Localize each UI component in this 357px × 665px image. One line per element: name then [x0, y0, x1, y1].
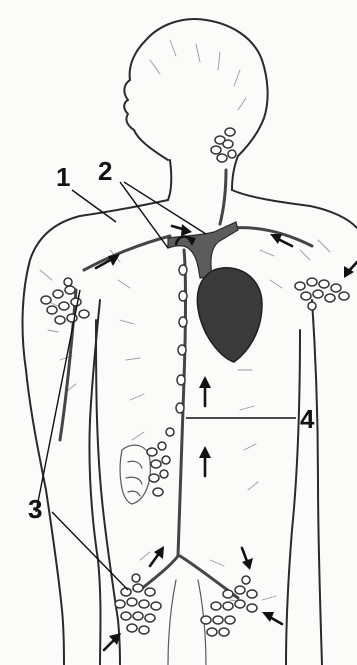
label-1: 1 [56, 164, 70, 190]
right-subclavian-vessel [232, 228, 312, 246]
left-iliac-vessel [140, 556, 178, 590]
label-2: 2 [98, 158, 112, 184]
right-axillary-lymph-nodes [295, 278, 349, 310]
leader-line-2b [124, 182, 206, 234]
label-3: 3 [28, 496, 42, 522]
right-arm-inner-outline [312, 300, 322, 665]
flow-arrow-thoracic-lower [199, 446, 211, 476]
flow-arrow-right-groin [242, 548, 253, 570]
flow-arrow-thoracic-upper [199, 376, 211, 406]
left-subclavian-vessel [84, 236, 170, 270]
neck-lymph-nodes [211, 128, 236, 162]
left-axillary-lymph-nodes [41, 278, 89, 324]
left-arm-vessel [60, 290, 76, 440]
left-arm-inner-outline [89, 300, 100, 665]
right-inguinal-lymph-nodes [201, 576, 257, 636]
neck-vessel [220, 170, 226, 224]
flow-arrow-left-leg [104, 633, 121, 650]
flow-arrow-neck [172, 224, 192, 236]
right-torso-outline [286, 330, 300, 665]
left-leg-inner-outline [168, 580, 176, 665]
neck-left-outline [168, 160, 171, 200]
leader-line-2a [120, 182, 168, 248]
intestine-loop [120, 445, 150, 504]
abdominal-lymph-nodes [120, 428, 174, 504]
label-leader-lines [36, 182, 296, 590]
label-4: 4 [300, 406, 314, 432]
flow-arrow-right-arm [344, 262, 357, 278]
flow-arrow-left-groin [150, 546, 164, 566]
heart [197, 268, 262, 362]
right-shoulder-outline [232, 190, 357, 228]
flow-arrow-right-leg [262, 612, 282, 624]
leader-line-3b [52, 512, 128, 590]
